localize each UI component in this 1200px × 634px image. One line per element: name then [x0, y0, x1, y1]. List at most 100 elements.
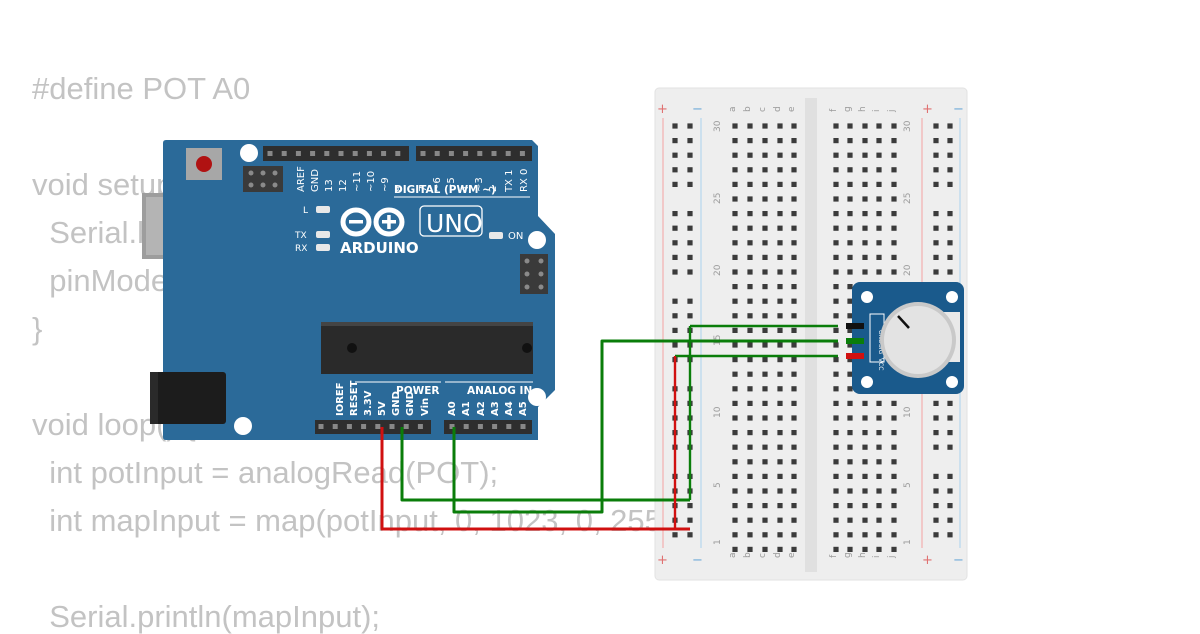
analog-header — [444, 420, 532, 434]
wire-5v — [380, 427, 690, 531]
analog-pin-label: A5 — [518, 401, 529, 416]
column-label: d — [773, 552, 783, 558]
digital-pin-label: ~10 — [366, 171, 377, 192]
column-label: e — [787, 552, 797, 558]
row-number: 5 — [713, 482, 723, 488]
mounting-hole — [240, 144, 258, 162]
wire-a0 — [452, 339, 838, 514]
code-line: int mapInput = map(potInput, 0, 1023, 0,… — [32, 503, 681, 538]
power-pin-label: 5V — [377, 401, 388, 416]
rail-minus-label: − — [953, 553, 964, 568]
column-label: f — [829, 108, 839, 112]
code-line: } — [32, 311, 43, 346]
code-line: #define POT A0 — [32, 71, 251, 106]
rail-plus-label: + — [922, 102, 933, 117]
column-label: d — [773, 106, 783, 112]
led-rx-label: RX — [295, 244, 307, 254]
row-number: 10 — [903, 406, 913, 418]
digital-pin-label: 7 — [418, 186, 429, 192]
analog-header-label: ANALOG IN — [467, 385, 532, 397]
led-tx — [316, 231, 330, 238]
column-label: c — [758, 107, 768, 112]
column-label: i — [872, 109, 882, 112]
analog-pin-label: A2 — [476, 401, 487, 416]
power-header-label: POWER — [396, 385, 439, 397]
digital-pin-label: 12 — [338, 179, 349, 192]
digital-pin-label: 8 — [394, 186, 405, 192]
analog-pin-label: A4 — [504, 401, 515, 416]
digital-pin-label: RX 0 — [519, 169, 530, 192]
digital-pin-label: ~3 — [474, 177, 485, 192]
power-pin-label: RESET — [349, 380, 360, 416]
power-jack — [150, 372, 226, 424]
led-rx — [316, 244, 330, 251]
column-label: f — [829, 554, 839, 558]
column-label: g — [843, 106, 853, 112]
digital-pin-label: 2 — [488, 186, 499, 192]
column-label: j — [887, 555, 897, 559]
led-l — [316, 206, 330, 213]
column-label: a — [728, 552, 738, 558]
led-tx-label: TX — [294, 231, 307, 241]
column-label: h — [858, 552, 868, 558]
digital-pin-label: 4 — [460, 186, 471, 192]
row-number: 1 — [713, 539, 723, 545]
mounting-hole — [528, 388, 546, 406]
mounting-hole — [528, 231, 546, 249]
power-pin-label: IOREF — [335, 382, 346, 416]
pot-pin-label: VCC — [877, 358, 884, 370]
led-on — [489, 232, 503, 239]
pot-indicator — [897, 315, 910, 329]
digital-pin-label: ~6 — [432, 177, 443, 192]
row-number: 20 — [713, 264, 723, 276]
column-label: b — [743, 106, 753, 112]
code-line: Serial.println(mapInput); — [32, 599, 381, 634]
digital-pin-label: ~5 — [446, 177, 457, 192]
row-number: 1 — [903, 539, 913, 545]
digital-header-label: DIGITAL (PWM ~) — [394, 184, 496, 196]
row-number: 20 — [903, 264, 913, 276]
column-label: h — [858, 106, 868, 112]
arduino-logo — [340, 207, 405, 237]
rail-plus-label: + — [922, 553, 933, 568]
row-number: 10 — [713, 406, 723, 418]
rail-minus-label: − — [692, 553, 703, 568]
column-label: a — [728, 106, 738, 112]
rail-plus-label: + — [657, 102, 668, 117]
analog-pin-label: A3 — [490, 401, 501, 416]
row-number: 25 — [903, 193, 913, 204]
row-number: 30 — [903, 120, 913, 132]
power-pin-label: GND — [391, 391, 402, 416]
column-label: e — [787, 106, 797, 112]
potentiometer-module[interactable]: GND SIG VCC — [846, 282, 964, 394]
row-number: 25 — [713, 193, 723, 204]
column-label: g — [843, 552, 853, 558]
digital-header-right — [416, 146, 532, 161]
power-header — [315, 420, 431, 434]
icsp-header — [243, 166, 283, 192]
wires — [380, 339, 838, 531]
column-label: i — [872, 555, 882, 558]
rail-plus-label: + — [657, 553, 668, 568]
power-pin-label: 3.3V — [363, 390, 374, 416]
digital-pin-label: TX 1 — [504, 170, 515, 194]
column-label: j — [887, 109, 897, 113]
column-label: b — [743, 552, 753, 558]
uno-model-label: UNO — [426, 209, 483, 238]
mounting-hole — [234, 417, 252, 435]
rail-minus-label: − — [953, 102, 964, 117]
digital-header-left — [263, 146, 409, 161]
digital-pin-label: ~9 — [380, 177, 391, 192]
analog-pin-label: A1 — [461, 401, 472, 416]
rail-minus-label: − — [692, 102, 703, 117]
row-number: 30 — [713, 120, 723, 132]
digital-pin-label: ~11 — [352, 171, 363, 192]
pot-pin-label: SIG — [877, 344, 884, 355]
wire-gnd — [400, 427, 690, 502]
led-l-label: L — [303, 206, 308, 216]
digital-pin-label: 13 — [324, 179, 335, 192]
digital-pin-label: AREF — [296, 166, 307, 192]
digital-pin-label: GND — [310, 169, 321, 192]
